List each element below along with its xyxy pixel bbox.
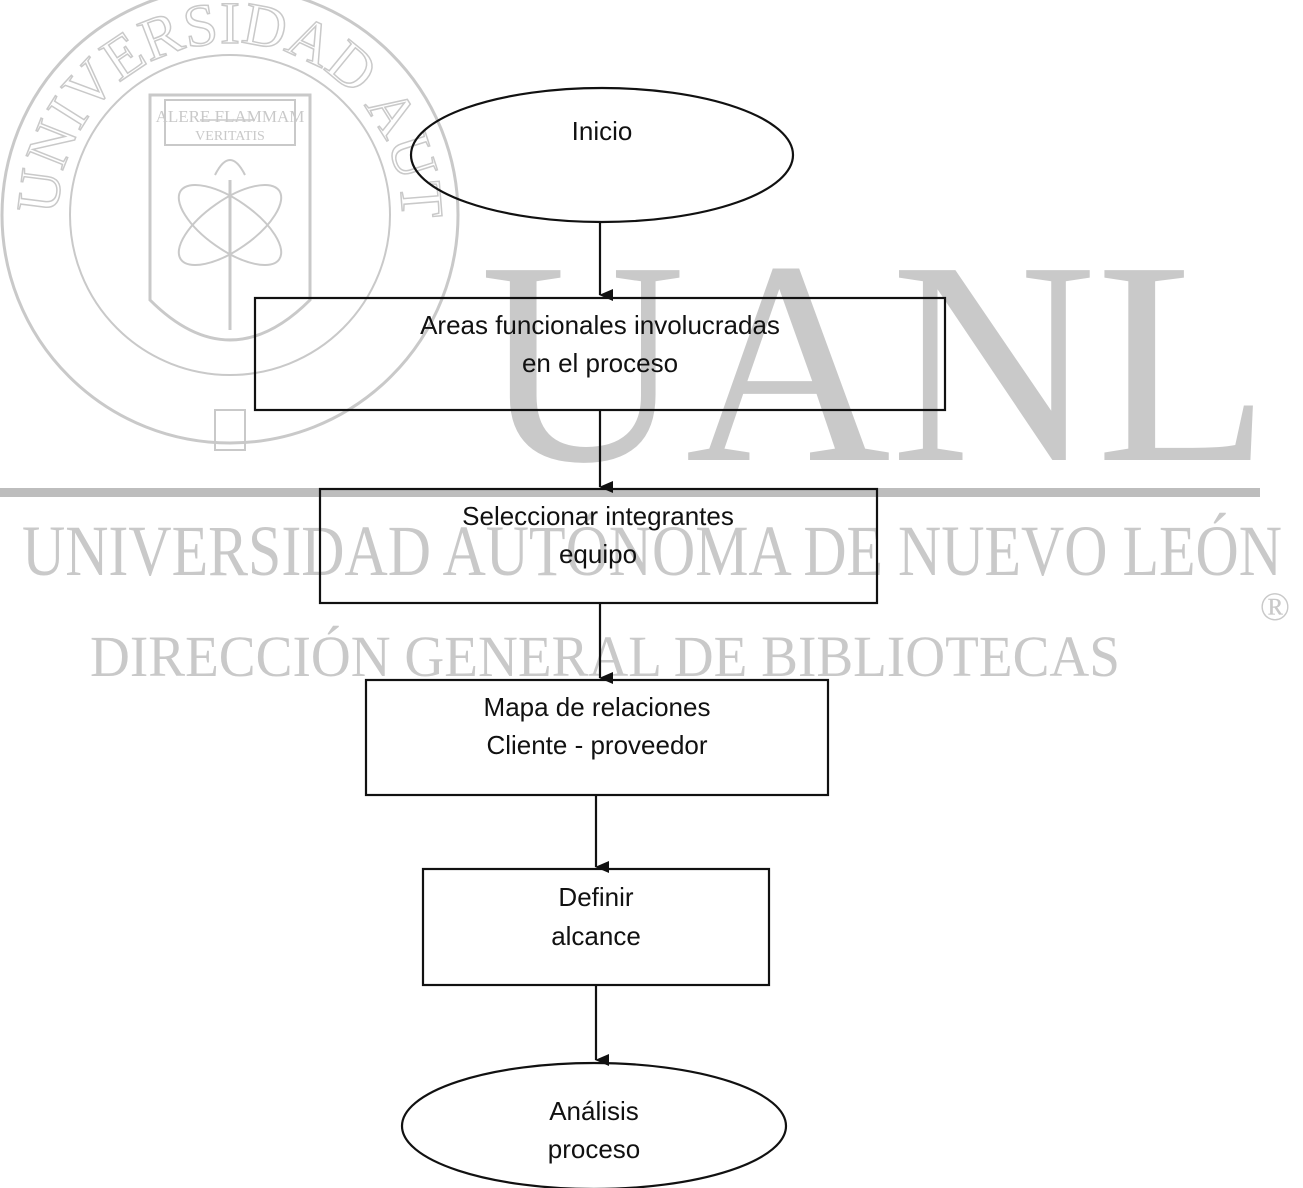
step-select-members-line2: equipo xyxy=(559,539,637,569)
end-label-line1: Análisis xyxy=(549,1096,639,1126)
step-functional-areas-line1: Areas funcionales involucradas xyxy=(420,310,780,340)
seal-motto-2: VERITATIS xyxy=(195,129,265,144)
end-node: Análisis proceso xyxy=(400,1061,788,1188)
watermark-university-name: UNIVERSIDAD AUTÓNOMA DE NUEVO LEÓN xyxy=(22,511,1282,591)
step-define-scope-line2: alcance xyxy=(551,921,641,951)
watermark-divider xyxy=(0,488,1260,497)
step-relationship-map-line1: Mapa de relaciones xyxy=(484,692,711,722)
step-select-members-line1: Seleccionar integrantes xyxy=(462,501,734,531)
seal-motto: ALERE FLAMMAM xyxy=(156,107,305,126)
step-functional-areas: Areas funcionales involucradas en el pro… xyxy=(253,296,947,412)
step-define-scope-line1: Definir xyxy=(558,882,633,912)
registered-mark: ® xyxy=(1260,584,1290,629)
start-label: Inicio xyxy=(572,116,633,146)
step-define-scope: Definir alcance xyxy=(421,867,771,987)
watermark-uanl: UANL xyxy=(480,202,1270,523)
start-node: Inicio xyxy=(409,86,795,224)
step-functional-areas-line2: en el proceso xyxy=(522,348,678,378)
step-relationship-map-line2: Cliente - proveedor xyxy=(486,730,707,760)
watermark: ALERE FLAMMAM VERITATIS UNIVERSIDAD AUTO… xyxy=(0,0,1290,689)
step-select-members: Seleccionar integrantes equipo xyxy=(318,487,879,605)
step-relationship-map: Mapa de relaciones Cliente - proveedor xyxy=(364,678,830,797)
university-seal xyxy=(0,0,460,451)
end-label-line2: proceso xyxy=(548,1134,641,1164)
connectors xyxy=(594,222,613,1066)
